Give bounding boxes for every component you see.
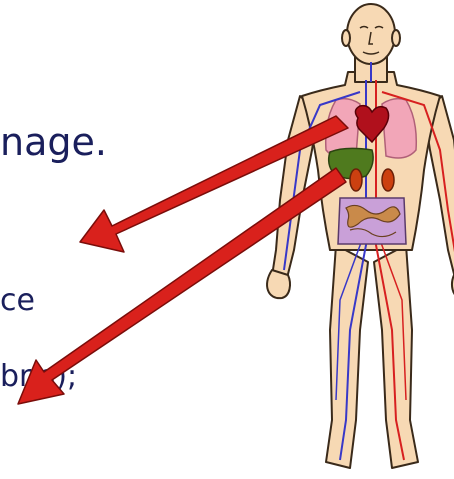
intestines bbox=[338, 198, 406, 244]
human-anatomy-figure bbox=[267, 4, 454, 468]
kidney-right bbox=[382, 169, 394, 191]
kidney-left bbox=[350, 169, 362, 191]
red-arrow bbox=[80, 116, 348, 252]
